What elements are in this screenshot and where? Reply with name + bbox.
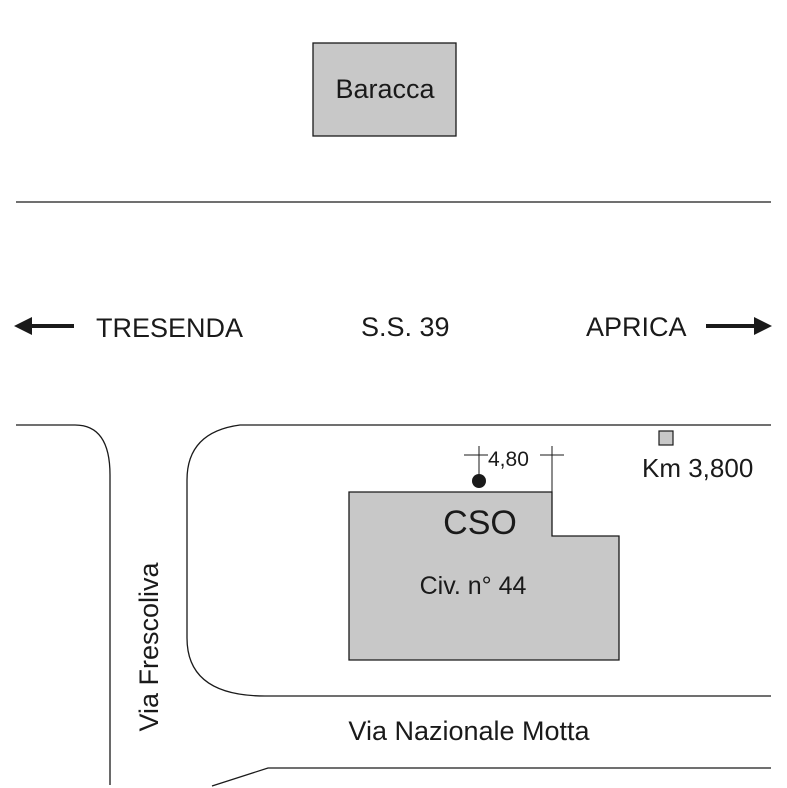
cso-shape bbox=[348, 491, 620, 661]
dot-marker-icon bbox=[472, 474, 486, 488]
cso-label: CSO bbox=[443, 504, 517, 542]
distance-dimension: 4,80 bbox=[464, 446, 564, 492]
baracca-shape bbox=[312, 42, 457, 137]
civic-number-label: Civ. n° 44 bbox=[420, 572, 527, 600]
square-marker-icon bbox=[658, 430, 674, 446]
road-lower-edge bbox=[211, 767, 771, 787]
road-code-label: S.S. 39 bbox=[361, 312, 450, 342]
tresenda-label: TRESENDA bbox=[96, 313, 243, 343]
aprica-label: APRICA bbox=[586, 312, 687, 342]
baracca-label: Baracca bbox=[335, 74, 435, 104]
km-marker-label: Km 3,800 bbox=[642, 453, 753, 483]
via-nazionale-label: Via Nazionale Motta bbox=[348, 716, 590, 746]
via-frescoliva-label: Via Frescoliva bbox=[134, 561, 164, 731]
road-south-edge-block bbox=[186, 424, 771, 697]
cso-building: CSO Civ. n° 44 bbox=[348, 491, 620, 661]
arrow-right-icon bbox=[706, 317, 772, 335]
distance-label: 4,80 bbox=[488, 448, 529, 471]
arrow-left-icon bbox=[14, 317, 74, 335]
road-south-edge-left bbox=[16, 424, 111, 785]
baracca-building: Baracca bbox=[312, 42, 457, 137]
